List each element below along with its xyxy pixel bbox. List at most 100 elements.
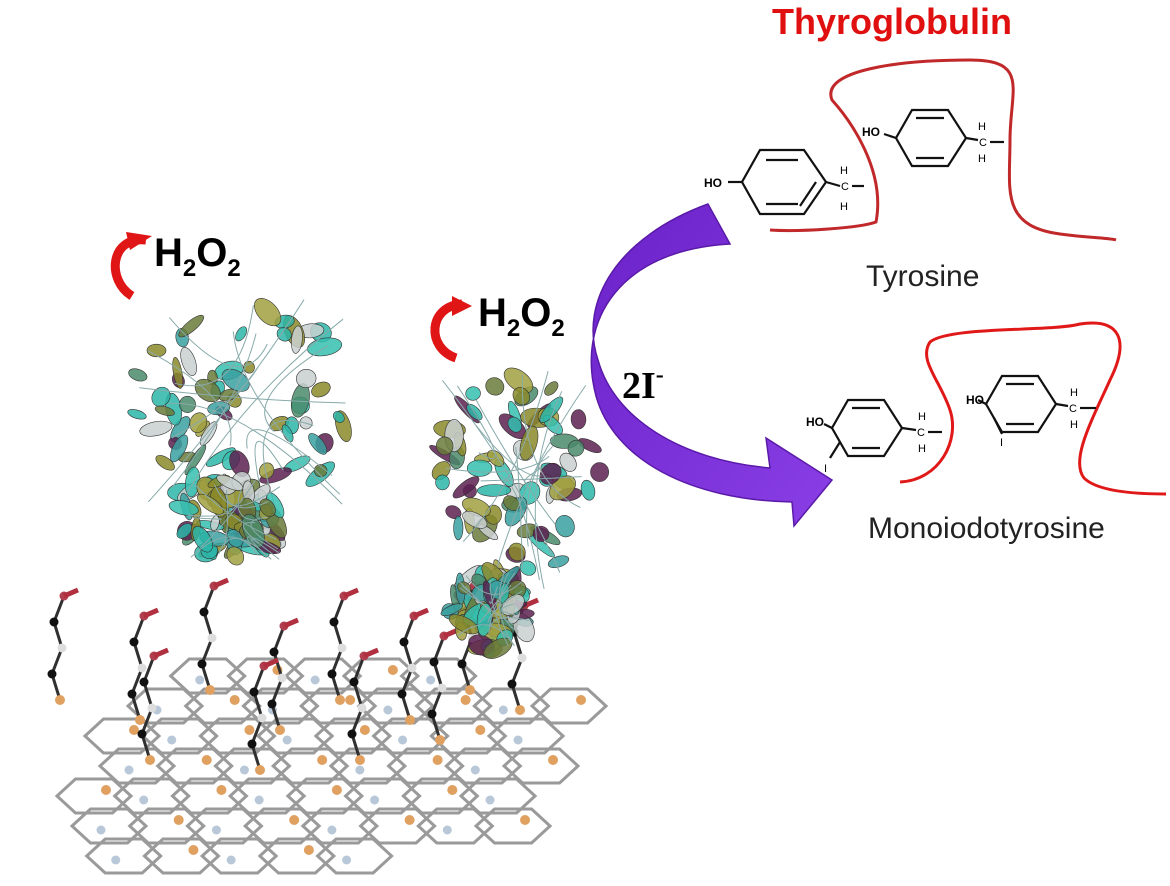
protein-left-helix-42 (308, 433, 328, 455)
linker-atom-8-1 (247, 739, 257, 749)
protein-right-loop-0 (445, 456, 550, 473)
linker-atom-1-1 (127, 689, 137, 699)
graphene-atom-45 (520, 815, 531, 825)
linker-atom-9-0 (355, 755, 365, 765)
linker-atom-7-0 (145, 755, 155, 765)
linker-atom-8-3 (249, 687, 259, 697)
protein-right-helix-10 (544, 381, 559, 396)
graphene-atom-12 (498, 705, 508, 715)
protein-right-loop-1 (442, 379, 561, 573)
tyrosine-label: Tyrosine (866, 260, 979, 293)
graphene-hexagon-46 (142, 837, 221, 875)
graphene-hexagon-44 (473, 807, 553, 845)
graphene-atom-30 (101, 785, 111, 795)
graphene-atom-33 (254, 795, 264, 805)
graphene-atom-21 (513, 735, 523, 745)
graphene-atom-4 (387, 665, 398, 675)
protein-left-tail-loop-4 (192, 517, 222, 520)
h2o2-label-left: H2O2 (154, 231, 241, 282)
graphene-atom-39 (173, 815, 184, 825)
protein-left-helix-53 (254, 298, 282, 327)
protein-left-tail-helix-68 (192, 526, 213, 553)
protein-left-loop-3 (148, 299, 305, 503)
protein-left-loop-13 (169, 317, 268, 368)
graphene-atom-32 (216, 785, 227, 795)
protein-left-helix-14 (178, 314, 205, 338)
linker-atom-7-1 (137, 729, 147, 739)
protein-left-tail-loop-9 (218, 537, 272, 560)
mit2-ho: HO (966, 393, 984, 407)
linker-atom-5-3 (399, 637, 409, 647)
protein-left-tail-loop-6 (190, 536, 256, 558)
tyr1-h-bot: H (840, 201, 848, 213)
graphene-atom-25 (317, 755, 328, 765)
linker-atom-2-1 (197, 659, 207, 669)
protein-right-tail-loop-7 (488, 616, 529, 634)
thyroglobulin-title: Thyroglobulin (772, 1, 1012, 42)
graphene-atom-40 (211, 825, 221, 835)
linker-atom-7-3 (139, 677, 149, 687)
enzyme-protein-right (429, 367, 610, 659)
protein-right-helix-64 (435, 474, 450, 491)
linker-atom-1-0 (135, 715, 145, 725)
graphene-atom-28 (470, 765, 480, 775)
tyr1-c: C (841, 181, 849, 193)
mit2-h-bot: H (1070, 419, 1078, 431)
protein-left-helix-49 (259, 462, 275, 479)
tyr2-c: C (979, 137, 987, 149)
graphene-atom-31 (139, 795, 149, 805)
linker-carboxyl-9 (363, 647, 379, 659)
linker-carboxyl-3 (283, 617, 299, 629)
graphene-atom-3 (310, 675, 320, 685)
tyr2-h-bot: H (978, 153, 986, 165)
protein-right-loop-7 (515, 446, 523, 569)
graphene-hexagon-29 (54, 777, 134, 815)
graphene-atom-43 (404, 815, 415, 825)
protein-right-tail-loop-4 (498, 571, 515, 647)
protein-left-loop-7 (174, 305, 254, 387)
protein-right-loop-4 (534, 391, 563, 590)
protein-right-tail-loop-1 (465, 575, 523, 595)
linker-atom-9-2 (357, 703, 367, 713)
mit2-i: I (1000, 437, 1003, 449)
protein-right-helix-24 (559, 452, 577, 472)
graphene-atom-36 (447, 785, 458, 795)
graphene-atom-26 (355, 765, 365, 775)
protein-right-helix-13 (477, 484, 512, 497)
linker-atom-5-1 (397, 689, 407, 699)
protein-left-helix-44 (154, 405, 175, 416)
protein-right-helix-63 (590, 462, 610, 482)
protein-left-helix-25 (139, 420, 173, 437)
protein-right-helix-33 (445, 505, 462, 520)
linker-atom-4-1 (327, 669, 337, 679)
linker-atom-11-0 (515, 705, 525, 715)
linker-atom-8-2 (257, 713, 267, 723)
linker-carboxyl-5 (413, 607, 429, 619)
graphene-atom-20 (475, 725, 486, 735)
linker-atom-3-1 (267, 699, 277, 709)
protein-right-loop-2 (526, 445, 554, 547)
protein-left-helix-39 (235, 326, 248, 342)
protein-left-tail-loop-11 (250, 516, 279, 550)
linker-carboxyl-7 (153, 647, 169, 659)
protein-left-loop-12 (246, 429, 333, 476)
protein-left-tail-helix-61 (226, 546, 245, 566)
linker-atom-4-3 (329, 617, 339, 627)
graphene-atom-37 (485, 795, 495, 805)
linker-atom-0-2 (57, 643, 67, 653)
graphene-atom-46 (111, 855, 121, 865)
protein-right-helix-51 (532, 525, 550, 542)
linker-atom-9-3 (349, 677, 359, 687)
protein-right-tail-loop-12 (479, 584, 512, 623)
mit1-ho: HO (806, 415, 824, 429)
protein-left-helix-57 (127, 409, 147, 420)
protein-left-loop-9 (264, 345, 329, 432)
mit1-i: I (824, 463, 827, 475)
linker-atom-3-0 (275, 725, 285, 735)
protein-right-helix-58 (539, 462, 562, 485)
protein-left-helix-52 (307, 337, 343, 357)
protein-left-tail-helix-36 (176, 523, 193, 539)
graphene-atom-15 (167, 735, 177, 745)
graphene-atom-19 (398, 735, 408, 745)
graphene-hexagon-48 (257, 837, 337, 875)
